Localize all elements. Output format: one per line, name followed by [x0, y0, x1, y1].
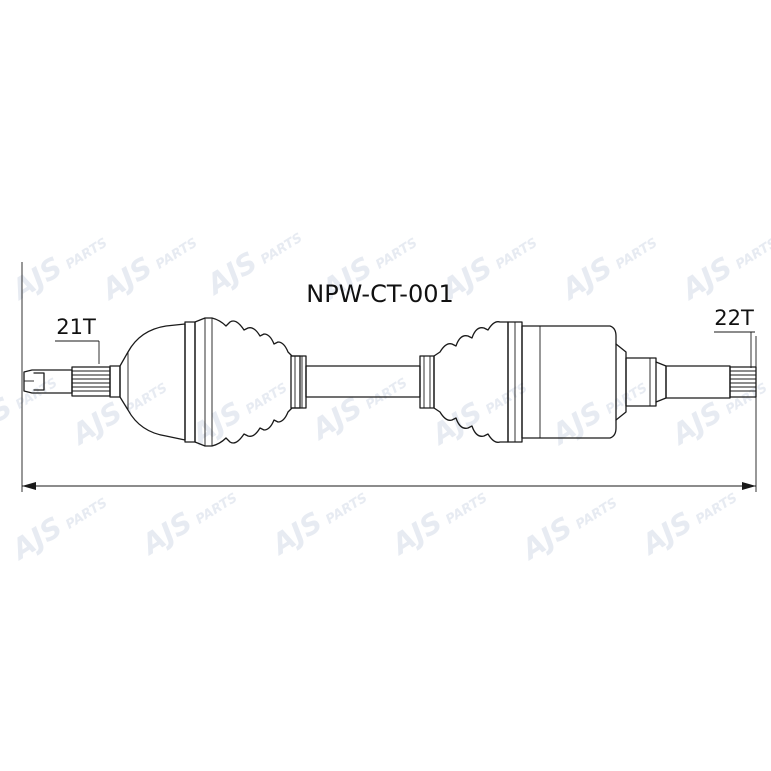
right-shaft-stub: [625, 357, 731, 407]
svg-text:AJS: AJS: [5, 510, 69, 567]
svg-text:AJS: AJS: [95, 250, 159, 307]
svg-text:AJS: AJS: [545, 395, 609, 452]
svg-text:PARTS: PARTS: [373, 236, 420, 273]
svg-text:PARTS: PARTS: [493, 236, 540, 273]
drive-shaft: [23, 317, 757, 447]
svg-text:PARTS: PARTS: [193, 491, 240, 528]
svg-text:AJS: AJS: [665, 395, 729, 452]
part-number: NPW-CT-001: [306, 280, 454, 308]
svg-text:AJS: AJS: [555, 250, 619, 307]
svg-text:PARTS: PARTS: [573, 496, 620, 533]
svg-text:PARTS: PARTS: [13, 376, 60, 413]
svg-text:AJS: AJS: [635, 505, 699, 562]
svg-text:PARTS: PARTS: [483, 381, 530, 418]
right-arrowhead: [742, 482, 756, 490]
left-spline: [71, 366, 111, 397]
svg-text:PARTS: PARTS: [123, 381, 170, 418]
right-spline-label: 22T: [714, 306, 754, 330]
svg-text:AJS: AJS: [135, 505, 199, 562]
right-spline: [729, 366, 757, 398]
svg-text:PARTS: PARTS: [693, 491, 740, 528]
left-small-clamp: [290, 355, 307, 409]
left-cv-joint: [119, 321, 196, 443]
svg-text:AJS: AJS: [515, 510, 579, 567]
svg-text:AJS: AJS: [385, 505, 449, 562]
left-spline-label: 21T: [56, 315, 96, 339]
svg-text:PARTS: PARTS: [323, 491, 370, 528]
svg-text:PARTS: PARTS: [443, 491, 490, 528]
svg-text:AJS: AJS: [675, 250, 739, 307]
left-arrowhead: [22, 482, 36, 490]
svg-text:PARTS: PARTS: [63, 236, 110, 273]
svg-text:PARTS: PARTS: [363, 376, 410, 413]
svg-text:AJS: AJS: [5, 250, 69, 307]
svg-text:AJS: AJS: [185, 395, 249, 452]
svg-text:PARTS: PARTS: [63, 496, 110, 533]
right-small-clamp: [419, 355, 435, 409]
svg-text:AJS: AJS: [305, 390, 369, 447]
svg-text:PARTS: PARTS: [258, 231, 305, 268]
svg-text:PARTS: PARTS: [243, 381, 290, 418]
svg-text:PARTS: PARTS: [733, 236, 771, 273]
svg-text:AJS: AJS: [200, 245, 264, 302]
svg-text:PARTS: PARTS: [613, 236, 660, 273]
svg-text:PARTS: PARTS: [603, 381, 650, 418]
svg-text:AJS: AJS: [265, 505, 329, 562]
left-neck: [109, 365, 121, 398]
svg-text:AJS: AJS: [65, 395, 129, 452]
svg-text:PARTS: PARTS: [153, 236, 200, 273]
length-dimension: [21, 262, 757, 492]
